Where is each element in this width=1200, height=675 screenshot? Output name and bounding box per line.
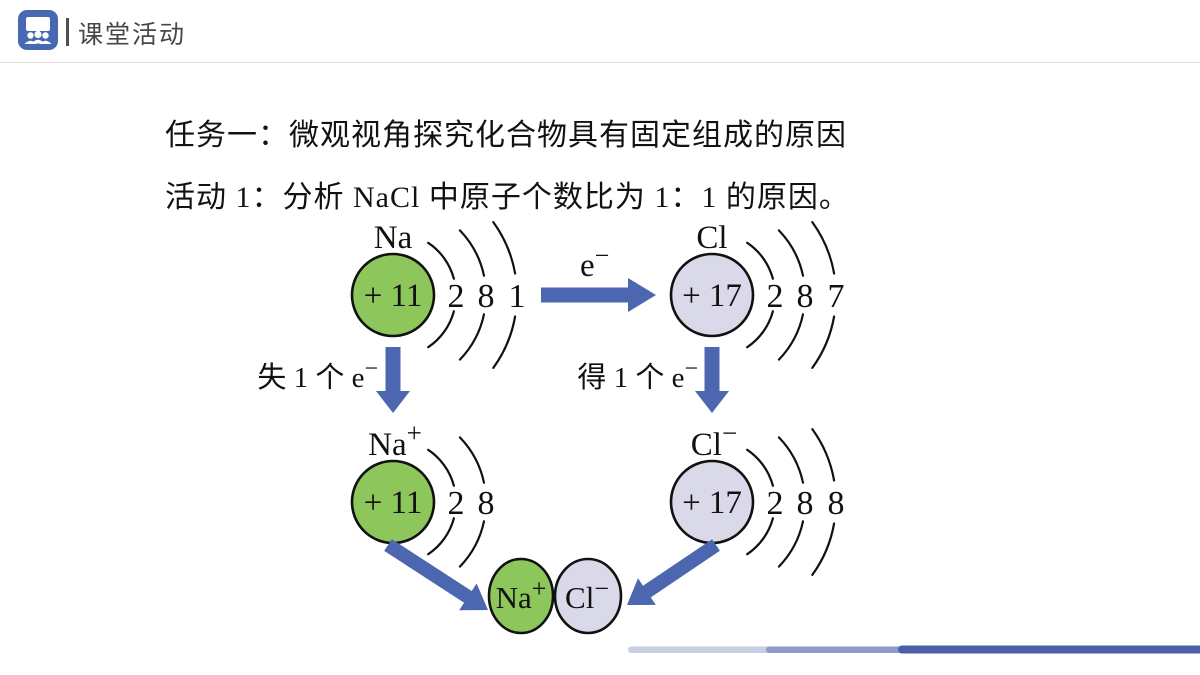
na-to-product-arrow [384,539,488,611]
shell-arc [777,229,805,277]
product-nacl-group: Na+ Cl− [487,557,623,635]
shell-count: 8 [478,278,495,315]
shell-arc [458,313,486,361]
shell-arc [492,315,517,369]
electron-transfer-arrow [541,278,656,312]
shell-arc [427,241,455,280]
shell-count: 8 [797,485,814,522]
cl-ion-group: Cl− + 17 2 8 8 [669,418,845,576]
shell-arc [811,428,836,482]
shell-arc [811,522,836,576]
na-nucleus-charge: + 11 [364,278,423,314]
na-atom-label: Na [374,220,413,256]
shell-arc [746,517,774,556]
shell-arc [811,315,836,369]
footer-bar-dark [898,645,1200,654]
shell-count: 7 [828,278,845,315]
task-title: 任务一：微观视角探究化合物具有固定组成的原因 [165,119,847,152]
header-bar: 课堂活动 [0,0,1200,63]
electron-label: e− [580,241,609,284]
footer-accent-bar [628,645,1200,654]
shell-arc [458,229,486,277]
na-nucleus-circle [350,252,436,338]
shell-count: 2 [448,485,465,522]
footer-bar-light [628,646,775,653]
header-title: 课堂活动 [78,21,187,49]
lose-electron-label: 失 1 个 e− [257,356,378,394]
product-cl-label: Cl− [565,574,609,615]
cl-atom-label: Cl [696,220,727,256]
cl-nucleus-circle [669,252,755,338]
header-divider [66,18,69,46]
footer-bar-medium [766,646,906,653]
shell-arc [777,313,805,361]
na-ion-label: Na+ [368,418,422,463]
na-ion-nucleus-charge: + 11 [364,485,423,521]
shell-arc [777,520,805,568]
shell-count: 8 [797,278,814,315]
shell-arc [811,221,836,275]
shell-arc [427,448,455,487]
shell-arc [427,517,455,556]
gain-electron-label: 得 1 个 e− [577,356,698,394]
shell-arc [427,310,455,349]
cl-nucleus-charge: + 17 [682,278,742,314]
cl-down-arrow [695,347,729,413]
shell-count: 2 [448,278,465,315]
shell-count: 1 [509,278,526,315]
cl-ion-label: Cl− [691,418,737,463]
na-down-arrow [376,347,410,413]
product-na-label: Na+ [496,574,547,615]
na-atom-group: Na + 11 2 8 1 [350,220,526,369]
shell-arc [492,221,517,275]
cl-to-product-arrow [627,539,720,605]
na-ion-group: Na+ + 11 2 8 [350,418,495,568]
shell-count: 8 [478,485,495,522]
product-cl-circle [553,557,623,635]
shell-arc [746,448,774,487]
shell-count: 2 [767,278,784,315]
shell-arc [746,310,774,349]
shell-arc [777,436,805,484]
shell-arc [746,241,774,280]
cl-atom-group: Cl + 17 2 8 7 [669,220,845,369]
cl-ion-nucleus-charge: + 17 [682,485,742,521]
shell-arc [458,436,486,484]
activity-title: 活动 1：分析 NaCl 中原子个数比为 1：1 的原因。 [165,181,850,214]
classroom-icon [18,10,58,50]
product-na-circle [487,557,555,635]
shell-count: 8 [828,485,845,522]
shell-count: 2 [767,485,784,522]
shell-arc [458,520,486,568]
